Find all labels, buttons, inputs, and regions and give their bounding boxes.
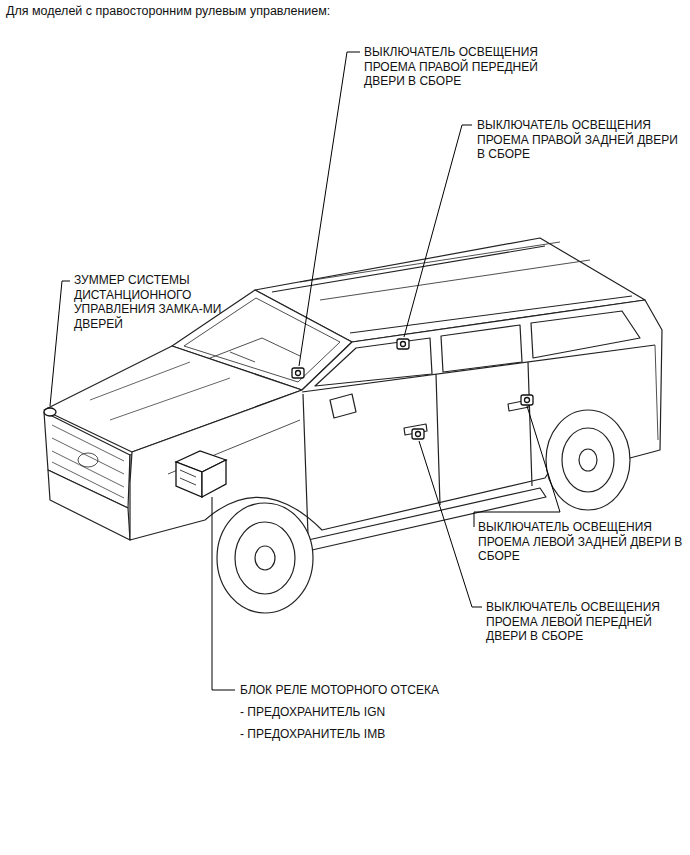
drawing-stroke	[521, 395, 533, 405]
part-label: БЛОК РЕЛЕ МОТОРНОГО ОТСЕКА	[240, 683, 510, 698]
drawing-stroke	[655, 345, 658, 440]
drawing-stroke	[50, 281, 70, 406]
drawing-stroke	[44, 408, 56, 416]
drawing-stroke	[303, 362, 532, 535]
drawing-stroke	[441, 325, 522, 372]
drawing-stroke	[474, 406, 560, 527]
drawing-stroke	[255, 546, 275, 570]
drawing-stroke	[176, 462, 202, 497]
drawing-stroke	[562, 428, 614, 492]
part-label: ВЫКЛЮЧАТЕЛЬ ОСВЕЩЕНИЯ ПРОЕМА ПРАВОЙ ПЕРЕ…	[364, 45, 574, 89]
part-label: ВЫКЛЮЧАТЕЛЬ ОСВЕЩЕНИЯ ПРОЕМА ЛЕВОЙ ЗАДНЕ…	[478, 520, 683, 564]
page-heading: Для моделей с правосторонним рулевым упр…	[6, 4, 646, 19]
drawing-stroke	[531, 311, 640, 358]
drawing-stroke	[315, 338, 432, 386]
drawing-stroke	[202, 460, 226, 497]
drawing-stroke	[292, 368, 304, 378]
drawing-stroke	[212, 497, 235, 690]
drawing-stroke	[296, 371, 301, 376]
drawing-stroke	[235, 522, 295, 594]
drawing-stroke	[90, 362, 230, 420]
drawing-stroke	[401, 342, 406, 347]
drawing-stroke	[404, 125, 472, 337]
drawing-stroke	[525, 398, 530, 403]
drawing-stroke	[397, 339, 409, 349]
drawing-stroke	[300, 242, 590, 300]
drawing-stroke	[412, 429, 424, 439]
part-label: - ПРЕДОХРАНИТЕЛЬ IMB	[240, 727, 460, 742]
drawing-stroke	[130, 300, 662, 540]
part-label: ВЫКЛЮЧАТЕЛЬ ОСВЕЩЕНИЯ ПРОЕМА ЛЕВОЙ ПЕРЕД…	[486, 600, 676, 644]
part-symbols	[44, 339, 533, 497]
drawing-stroke	[78, 453, 98, 467]
drawing-stroke	[579, 449, 597, 471]
drawing-stroke	[48, 470, 130, 540]
drawing-stroke	[416, 432, 421, 437]
drawing-stroke	[546, 410, 630, 510]
car-body	[44, 238, 662, 613]
part-label: ВЫКЛЮЧАТЕЛЬ ОСВЕЩЕНИЯ ПРОЕМА ПРАВОЙ ЗАДН…	[477, 118, 682, 162]
part-label: ЗУММЕР СИСТЕМЫ ДИСТАНЦИОННОГО УПРАВЛЕНИЯ…	[74, 273, 229, 332]
drawing-stroke	[217, 503, 313, 613]
drawing-stroke	[205, 338, 300, 362]
drawing-stroke	[299, 52, 360, 366]
part-label: - ПРЕДОХРАНИТЕЛЬ IGN	[240, 705, 460, 720]
drawing-stroke	[419, 441, 482, 607]
drawing-stroke	[180, 470, 196, 485]
drawing-stroke	[330, 394, 356, 418]
